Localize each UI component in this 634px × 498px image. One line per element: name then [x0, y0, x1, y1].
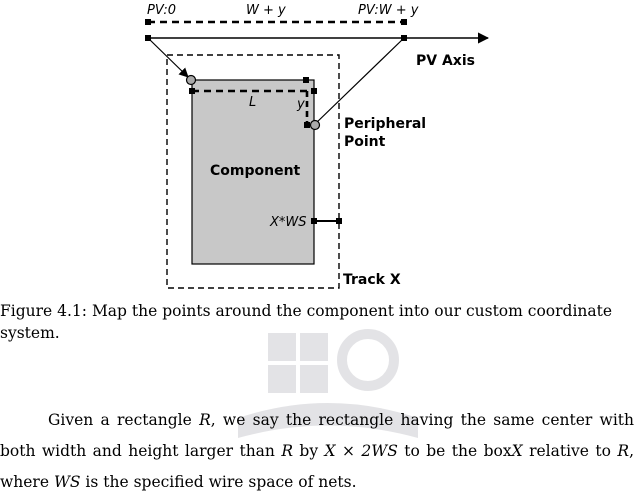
- math-r: R: [199, 411, 211, 429]
- math-r: R: [617, 442, 630, 460]
- university-seal-watermark: [238, 329, 418, 438]
- w-plus-y-end-marker: [401, 19, 407, 25]
- pv0-mapping-arrow: [147, 37, 189, 78]
- caption-text: Map the points around the component into…: [0, 302, 613, 342]
- para-text: is the specified wire space of nets.: [80, 473, 357, 491]
- peripheral-mapping-line: [313, 37, 405, 126]
- label-w-plus-y: W + y: [246, 3, 286, 18]
- label-peripheral: Peripheral: [344, 116, 426, 132]
- para-text: relative to: [522, 442, 618, 460]
- label-track-x: Track X: [343, 272, 401, 288]
- label-point: Point: [344, 134, 386, 150]
- l-start-marker: [189, 88, 195, 94]
- para-text: , where: [0, 442, 634, 491]
- y-end-marker: [304, 122, 310, 128]
- figure-diagram: PV:0 W + y PV:W + y PV Axis L y Peripher…: [145, 3, 490, 289]
- label-pv-axis: PV Axis: [416, 53, 475, 69]
- label-pv-w-y: PV:W + y: [358, 3, 419, 18]
- para-text: to be the box: [397, 442, 512, 460]
- para-text: Given a rectangle: [48, 411, 200, 429]
- w-plus-y-start-marker: [145, 19, 151, 25]
- label-component: Component: [210, 163, 301, 179]
- track-x-box: [166, 54, 340, 289]
- math-x: X: [511, 442, 523, 460]
- label-L: L: [249, 95, 256, 110]
- math-ws: WS: [53, 473, 81, 491]
- peripheral-point: [309, 119, 321, 131]
- math-x-2ws: X × 2WS: [324, 442, 398, 460]
- xws-start-marker: [311, 218, 317, 224]
- component-rect: [191, 79, 315, 265]
- math-r: R: [281, 442, 293, 460]
- para-text: , we say the rectangle having the same c…: [0, 411, 634, 460]
- l-end-marker: [311, 88, 317, 94]
- corner-point: [185, 74, 197, 86]
- xws-end-marker: [336, 218, 342, 224]
- label-xws: X*WS: [269, 215, 307, 230]
- label-pv0: PV:0: [147, 3, 176, 18]
- para-text: by: [293, 442, 325, 460]
- caption-prefix: Figure 4.1:: [0, 302, 87, 320]
- figure-caption: Figure 4.1: Map the points around the co…: [0, 300, 634, 344]
- label-y: y: [296, 97, 305, 112]
- body-paragraph: Given a rectangle R, we say the rectangl…: [0, 405, 634, 498]
- l-mid-marker: [303, 77, 309, 83]
